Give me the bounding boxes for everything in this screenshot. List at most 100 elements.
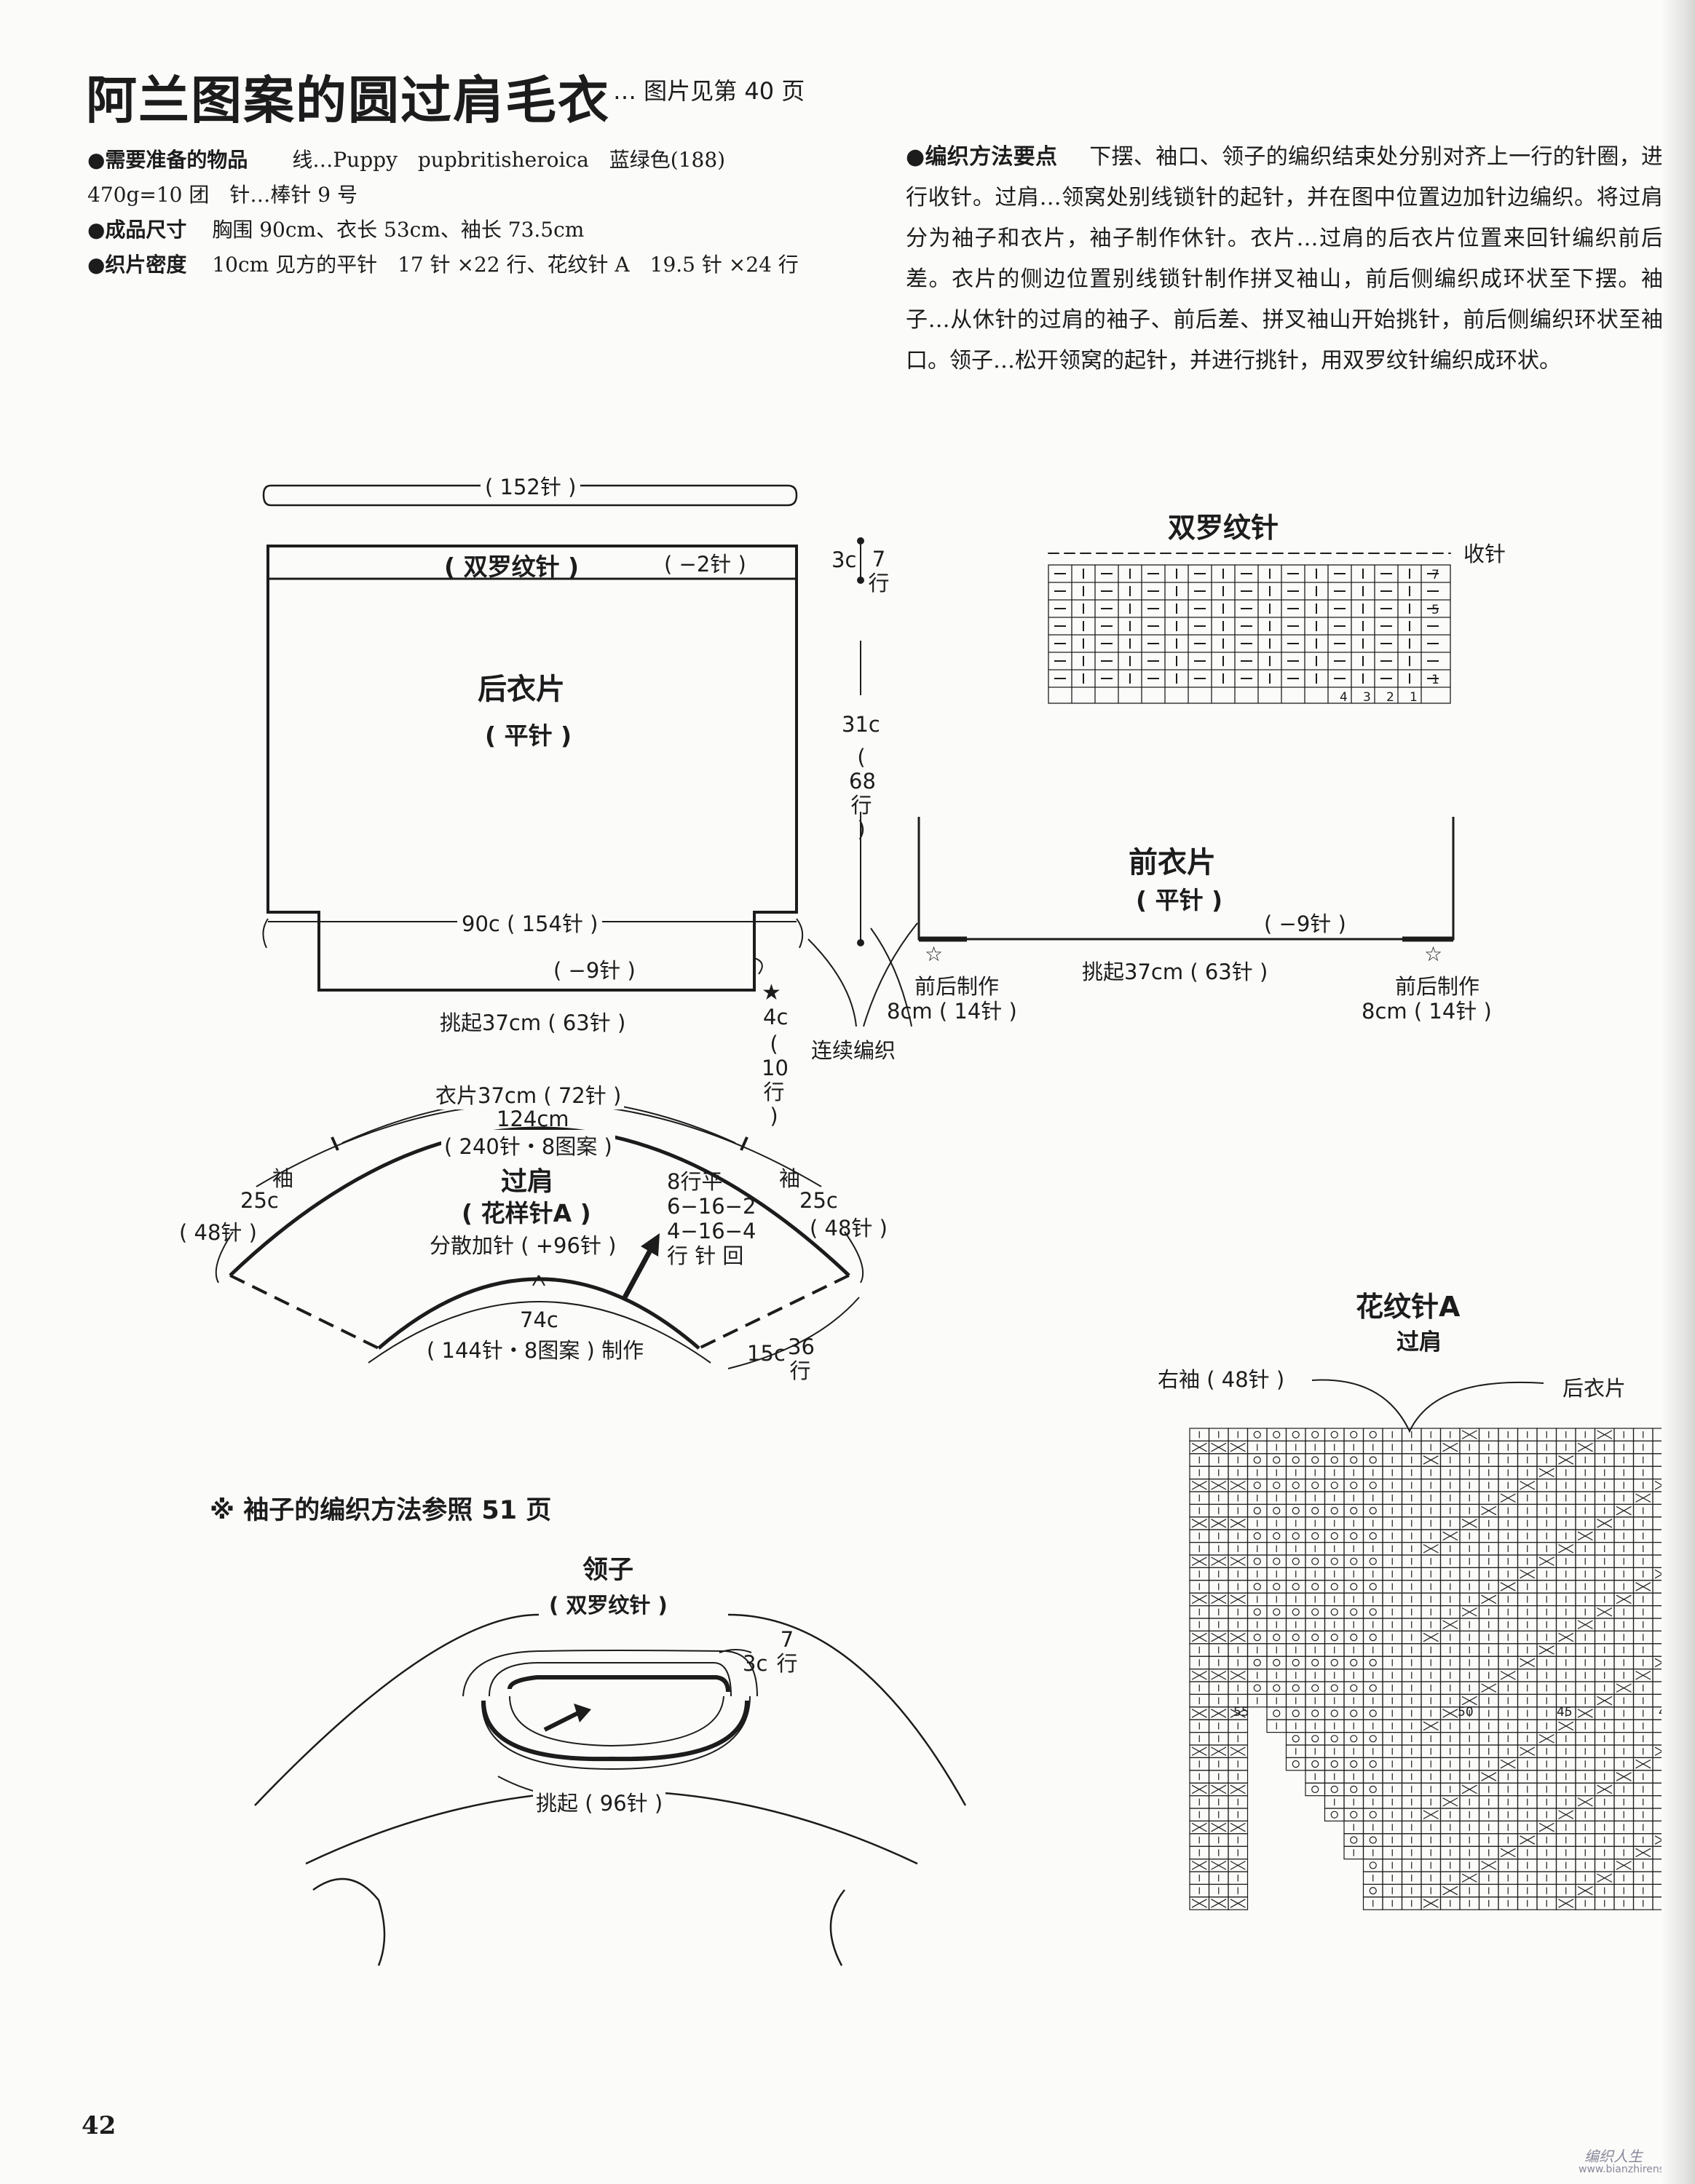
rib-chart-title: 双罗纹针 (1168, 512, 1279, 544)
front-star-right: ☆ (1424, 942, 1443, 966)
back-rib-label: ( 双罗纹针 ) (444, 553, 580, 581)
yoke-stitch: ( 花样针A ) (462, 1199, 591, 1227)
rib-col-2: 2 (1386, 690, 1394, 705)
page-number: 42 (82, 2111, 116, 2140)
method-label: ●编织方法要点 (906, 144, 1058, 170)
yoke-height-cm: 15c (747, 1341, 786, 1366)
size-line: ●成品尺寸 胸围 90cm、衣长 53cm、袖长 73.5cm (87, 213, 584, 248)
back-piece-name: 后衣片 (478, 673, 565, 706)
body-rows-open: ( (857, 745, 866, 769)
collar-pickup: 挑起 ( 96针 ) (533, 1787, 666, 1817)
hem-rows-open: ( (770, 1032, 778, 1056)
back-rib-decrease: ( −2针 ) (664, 552, 746, 577)
back-rib-height-rows: 7 行 (866, 547, 891, 596)
body-rows-close: ) (857, 817, 866, 842)
back-hem-height-cm: 4c (763, 1005, 789, 1029)
yoke-right-sleeve: 袖 (779, 1166, 801, 1191)
yoke-neck-stitches: ( 144针・8图案 ) 制作 (427, 1338, 644, 1363)
back-hem-height-rows: ( 10 行 ) (762, 1032, 789, 1128)
collar-name: 领子 (582, 1556, 634, 1585)
photo-page-reference: … 图片见第 40 页 (613, 77, 805, 105)
front-pickup: 挑起37cm ( 63针 ) (1078, 955, 1273, 986)
gauge-value: 10cm 见方的平针 17 针 ×22 行、花纹针 A 19.5 针 ×24 行 (212, 253, 799, 277)
pattern-a-chart-grid (1189, 1379, 1692, 1910)
pattern-a-title: 花纹针A (1356, 1291, 1461, 1323)
collar-height-cm: 3c (743, 1651, 768, 1676)
continuous-knitting: 连续编织 (811, 1038, 896, 1063)
front-decrease: ( −9针 ) (1264, 911, 1346, 936)
back-top-width: ( 152针 ) (481, 470, 581, 501)
back-hem-decrease: ( −9针 ) (553, 958, 636, 983)
yoke-body-width: 衣片37cm ( 72针 ) (432, 1079, 625, 1109)
back-rib-height-cm: 3c (831, 547, 857, 572)
rib-chart-grid (1048, 553, 1451, 704)
materials-label: ●需要准备的物品 (87, 148, 248, 172)
pattern-a-col-55: 55 (1233, 1705, 1249, 1720)
back-stitch: ( 平针 ) (485, 721, 572, 750)
yoke-height-num: 36 (788, 1334, 815, 1359)
back-body-height-cm: 31c (842, 712, 880, 737)
page-gutter-shadow (1662, 0, 1695, 2184)
back-body-height-rows: ( 68 行 ) (849, 745, 876, 842)
rib-rows-num: 7 (872, 547, 886, 571)
front-side-right-width: 8cm ( 14针 ) (1362, 999, 1492, 1024)
materials-yarn: 线…Puppy pupbritisheroica 蓝绿色(188) (292, 148, 726, 172)
front-side-left-width: 8cm ( 14针 ) (887, 999, 1017, 1024)
hem-rows-close: ) (770, 1104, 778, 1128)
materials-yarn-2: 470g=10 团 针…棒针 9 号 (87, 183, 357, 207)
sleeve-note: ※ 袖子的编织方法参照 51 页 (210, 1496, 552, 1525)
body-rows-num: 68 (849, 769, 876, 794)
back-star-mark: ★ (762, 980, 781, 1005)
rib-col-4: 4 (1340, 690, 1348, 705)
rib-rows-unit: 行 (868, 571, 890, 596)
collar-height-rows: 7 行 (775, 1628, 799, 1676)
rib-col-3: 3 (1363, 690, 1371, 705)
yoke-height-rows: 36 行 (788, 1334, 815, 1383)
yoke-left-sleeve-width: 25c (240, 1188, 279, 1213)
yoke-circumference-stitches: ( 240针・8图案 ) (441, 1130, 615, 1160)
yoke-right-sleeve-width: 25c (799, 1188, 838, 1213)
method-text: 下摆、袖口、领子的编织结束处分别对齐上一行的针圈，进行收针。过肩…领窝处别线锁针… (906, 144, 1663, 373)
yoke-height-unit: 行 (789, 1358, 811, 1383)
yoke-right-sleeve-stitches: ( 48针 ) (810, 1216, 888, 1241)
body-rows-unit: 行 (850, 793, 872, 818)
site-watermark: 编织人生 (1584, 2148, 1643, 2165)
rib-chart-bindoff: 收针 (1463, 542, 1506, 566)
pattern-a-subtitle: 过肩 (1396, 1329, 1442, 1356)
yoke-row-1: 8行平 (667, 1169, 723, 1194)
yoke-left-sleeve: 袖 (272, 1166, 294, 1191)
collar-rows-unit: 行 (776, 1651, 798, 1676)
front-side-left: 前后制作 (914, 974, 1000, 999)
materials-line: ●需要准备的物品 线…Puppy pupbritisheroica 蓝绿色(18… (87, 143, 725, 178)
page-title: 阿兰图案的圆过肩毛衣 (86, 71, 610, 130)
yoke-left-sleeve-stitches: ( 48针 ) (179, 1220, 257, 1245)
yoke-row-4: 行 针 回 (667, 1243, 744, 1268)
pattern-a-right-sleeve: 右袖 ( 48针 ) (1158, 1367, 1285, 1392)
pattern-a-col-50: 50 (1458, 1705, 1474, 1720)
back-pickup: 挑起37cm ( 63针 ) (435, 1006, 631, 1037)
back-width: 90c ( 154针 ) (457, 907, 603, 938)
yoke-increase: 分散加针 ( +96针 ) (430, 1233, 617, 1258)
yoke-neck-width: 74c (520, 1307, 558, 1332)
method-notes: ●编织方法要点 下摆、袖口、领子的编织结束处分别对齐上一行的针圈，进行收针。过肩… (906, 137, 1663, 381)
rib-row-7: 7 (1431, 568, 1439, 582)
yoke-row-3: 4−16−4 (667, 1219, 756, 1243)
gauge-line: ●织片密度 10cm 见方的平针 17 针 ×22 行、花纹针 A 19.5 针… (87, 248, 799, 282)
pattern-a-col-45: 45 (1557, 1705, 1573, 1720)
size-label: ●成品尺寸 (87, 218, 187, 242)
pattern-a-back: 后衣片 (1562, 1376, 1627, 1401)
yoke-row-2: 6−16−2 (667, 1194, 756, 1219)
front-side-right: 前后制作 (1395, 974, 1480, 999)
front-piece-name: 前衣片 (1129, 846, 1216, 879)
front-stitch: ( 平针 ) (1136, 886, 1223, 914)
hem-rows-unit: 行 (763, 1080, 785, 1104)
rib-row-5: 5 (1431, 603, 1439, 617)
size-value: 胸围 90cm、衣长 53cm、袖长 73.5cm (212, 218, 585, 242)
yoke-name: 过肩 (501, 1167, 554, 1197)
yoke-row-schedule: 8行平 6−16−2 4−16−4 行 针 回 (667, 1169, 756, 1268)
rib-col-1: 1 (1410, 690, 1418, 705)
yoke-circumference: 124cm (497, 1107, 569, 1131)
gauge-label: ●织片密度 (87, 253, 187, 277)
rib-row-1: 1 (1431, 673, 1439, 687)
